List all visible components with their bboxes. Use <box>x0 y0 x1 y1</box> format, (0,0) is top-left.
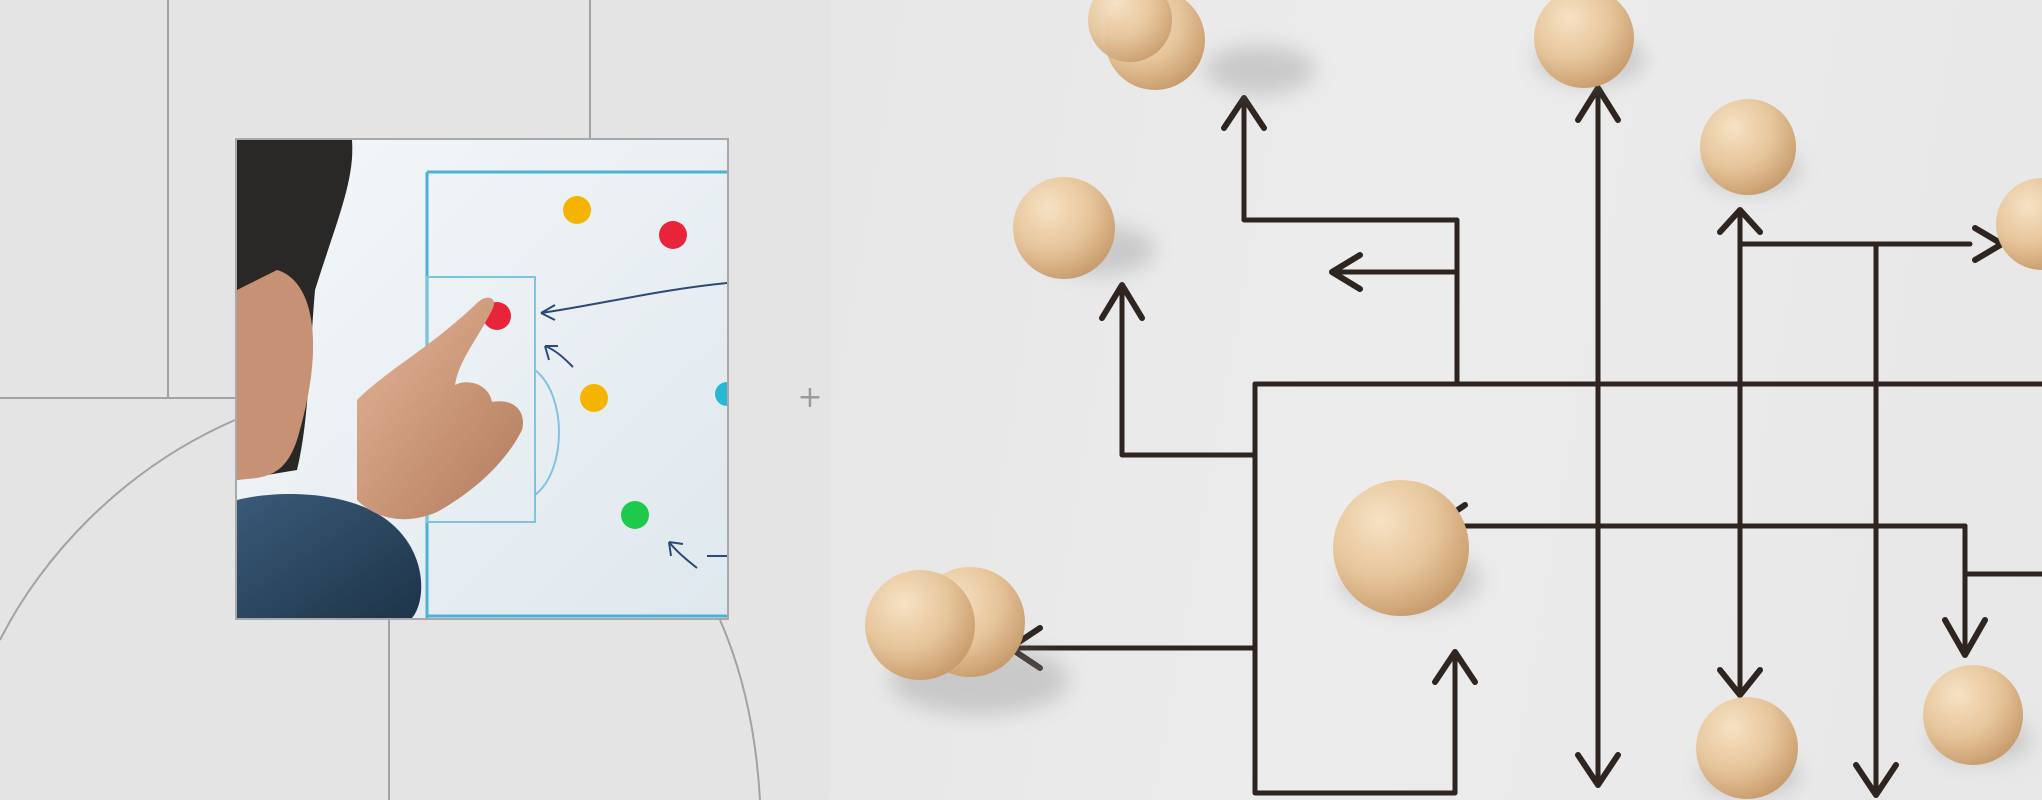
guide-arc <box>0 419 236 641</box>
marker <box>715 382 727 406</box>
pawn-group <box>865 0 2042 799</box>
marker <box>563 196 591 224</box>
guide-arc <box>719 619 761 800</box>
hero-image <box>830 0 2042 800</box>
marker <box>659 221 687 249</box>
marker <box>580 384 608 412</box>
tactics-whiteboard-image <box>237 140 727 618</box>
canvas-area[interactable] <box>0 0 830 800</box>
selected-image-frame[interactable] <box>235 138 729 620</box>
add-icon[interactable]: + <box>797 380 823 415</box>
wooden-pawns-flowchart-image <box>865 0 2042 799</box>
layout-guides <box>0 0 761 800</box>
marker <box>621 501 649 529</box>
